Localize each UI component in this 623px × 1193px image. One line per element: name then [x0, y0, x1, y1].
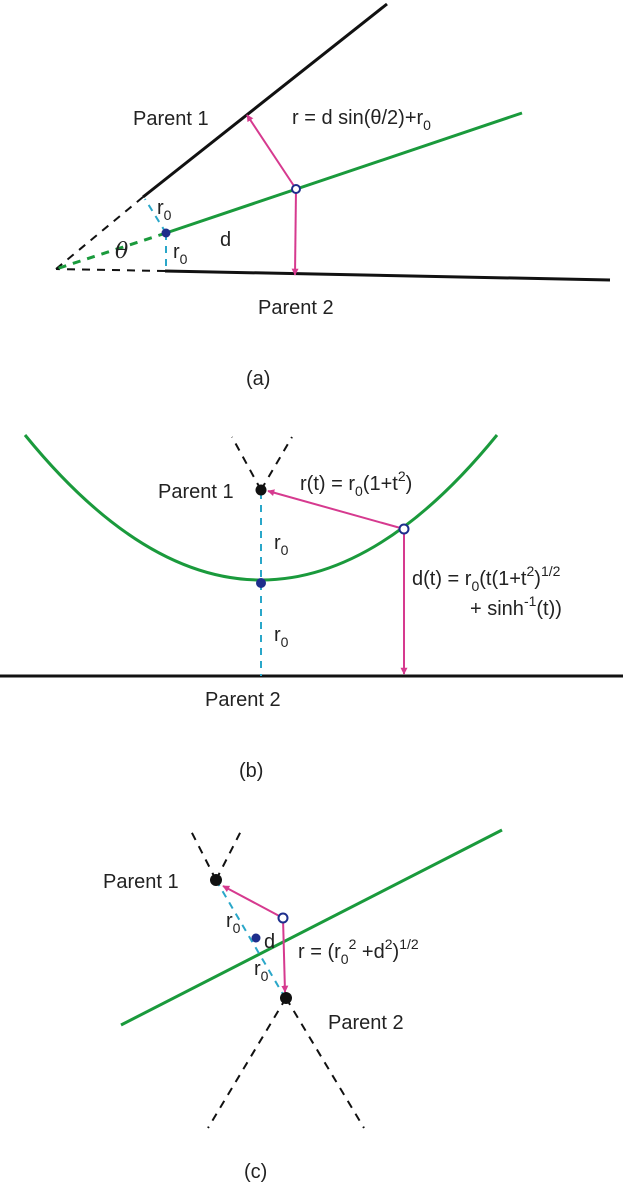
parent-2-dashed-left	[207, 997, 287, 1129]
parent-1-line	[142, 2, 388, 199]
parent-1-dashed-right	[260, 436, 293, 491]
r-of-t-formula: r(t) = r0(1+t2)	[300, 468, 412, 499]
parent-1-dashed-left	[231, 436, 262, 491]
bisector-line	[120, 828, 503, 1027]
d-label: d	[264, 931, 275, 953]
parent-1-extension-dashed	[55, 196, 144, 270]
panel-a: Parent 1 Parent 2 r = d sin(θ/2)+r0 r0 r…	[55, 2, 611, 390]
panel-c: Parent 1 Parent 2 r = (r02 +d2)1/2 r0 r0…	[103, 828, 503, 1183]
parent-1-point	[255, 484, 267, 496]
parent-2-line	[164, 269, 611, 282]
parent-2-label: Parent 2	[328, 1012, 404, 1034]
panel-b: Parent 1 Parent 2 r(t) = r0(1+t2) d(t) =…	[0, 434, 623, 782]
bisector-sample-node	[277, 912, 289, 924]
d-of-t-formula-line1: d(t) = r0(t(1+t2)1/2	[412, 563, 561, 594]
parent-1-point	[210, 874, 222, 886]
parent-1-label: Parent 1	[103, 871, 179, 893]
d-of-t-formula-line2: + sinh-1(t))	[470, 593, 562, 620]
r0-label-upper: r0	[274, 532, 289, 558]
parent-1-label: Parent 1	[158, 481, 234, 503]
bisector-extension-dashed	[55, 231, 167, 271]
caption-c: (c)	[244, 1161, 267, 1183]
parent-2-dashed-right	[285, 997, 365, 1129]
caption-a: (a)	[246, 368, 270, 390]
formula-label: r = d sin(θ/2)+r0	[292, 107, 431, 133]
radius-arrow-to-parent-1	[246, 114, 297, 190]
parent-2-label: Parent 2	[258, 297, 334, 319]
r0-offset-dashed	[215, 879, 285, 997]
parent-1-dashed-left	[189, 828, 217, 881]
parabola-sample-node	[398, 523, 410, 535]
r0-label-lower: r0	[274, 624, 289, 650]
r-formula: r = (r02 +d2)1/2	[298, 936, 419, 967]
r0-label-upper: r0	[157, 197, 172, 223]
parent-2-extension-dashed	[55, 268, 166, 272]
r0-label-upper: r0	[226, 910, 241, 936]
parent-1-dashed-right	[215, 828, 243, 881]
parent-2-point	[280, 992, 292, 1004]
d-label: d	[220, 229, 231, 251]
radius-arrow-to-parent-1	[222, 885, 284, 919]
radius-arrow-to-parent-1	[267, 489, 405, 530]
bisector-line	[165, 111, 523, 235]
theta-label: θ	[115, 239, 128, 264]
radius-arrow-to-parent-2	[281, 917, 289, 993]
caption-b: (b)	[239, 760, 263, 782]
parabola-vertex-node	[256, 578, 266, 588]
parent-1-label: Parent 1	[133, 108, 209, 130]
bisector-midpoint-node	[251, 933, 261, 943]
r0-label-lower: r0	[173, 241, 188, 267]
bisector-start-node	[161, 228, 171, 238]
bisector-sample-node	[291, 184, 301, 194]
parent-2-label: Parent 2	[205, 689, 281, 711]
radius-arrow-to-parent-2	[291, 188, 299, 276]
r0-offset-to-parent-1	[144, 198, 167, 234]
r0-label-lower: r0	[254, 958, 269, 984]
